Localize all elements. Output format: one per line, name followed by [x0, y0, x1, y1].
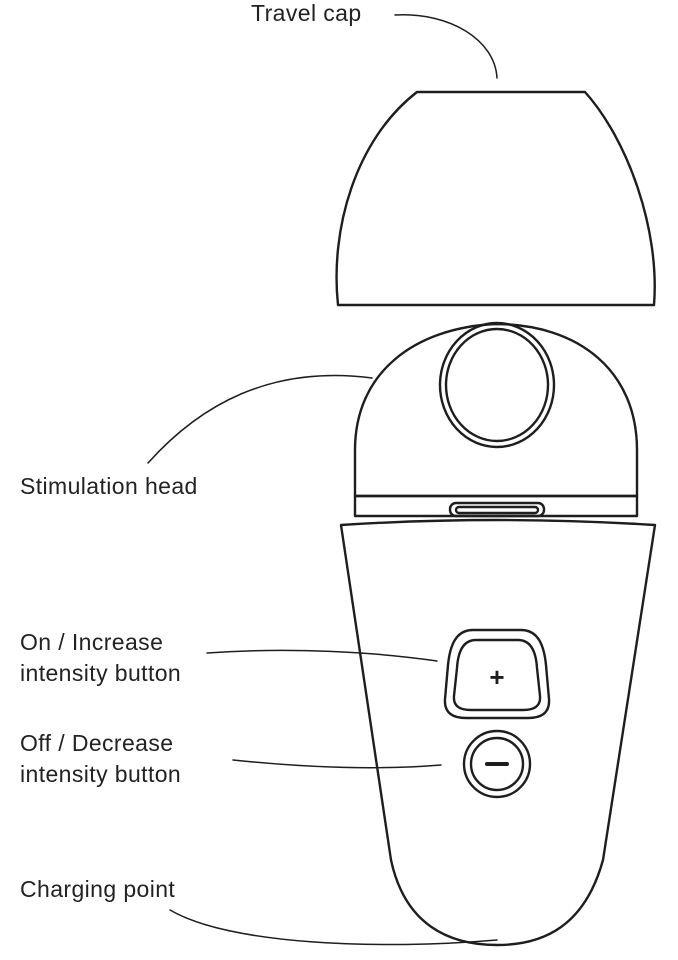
- travel-cap: [335, 90, 656, 307]
- collar-band: [353, 494, 639, 518]
- leader-decrease-button: [232, 759, 442, 769]
- leader-increase-button: [206, 649, 438, 662]
- stimulation-pad: [438, 321, 556, 449]
- label-travel-cap: Travel cap: [251, 0, 362, 26]
- label-off-decrease-line1: Off / Decrease: [20, 730, 174, 756]
- label-off-decrease-line2: intensity button: [20, 761, 182, 787]
- decrease-button[interactable]: [462, 729, 532, 799]
- increase-button[interactable]: +: [443, 628, 551, 720]
- plus-icon: +: [489, 662, 504, 692]
- label-stimulation-head: Stimulation head: [20, 473, 198, 499]
- stimulation-head: [353, 321, 639, 498]
- leader-charging-point: [169, 909, 498, 946]
- collar-slot: [448, 501, 546, 518]
- label-charging-point: Charging point: [20, 876, 176, 902]
- label-on-increase-line2: intensity button: [20, 660, 182, 686]
- device-body: [339, 518, 657, 947]
- label-on-increase-line1: On / Increase: [20, 629, 164, 655]
- leader-stimulation-head: [147, 374, 373, 464]
- leader-travel-cap: [394, 14, 498, 79]
